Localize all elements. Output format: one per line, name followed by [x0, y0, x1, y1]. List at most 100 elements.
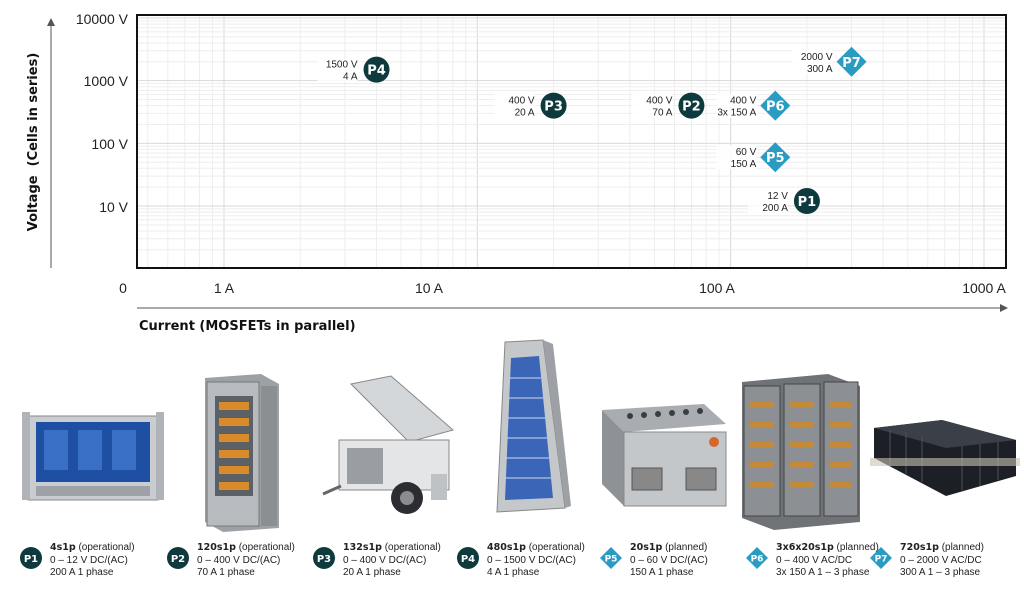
point-current-label: 3x 150 A [717, 108, 756, 119]
p7-badge-icon: P7 [870, 547, 892, 569]
product-gallery: P1 4s1p (operational) 0 – 12 V DC/(AC) 2… [0, 338, 1024, 591]
p1-battery-module-image [22, 412, 164, 501]
product-p2: P2 120s1p (operational) 0 – 400 V DC/(AC… [167, 338, 317, 591]
x-axis-title: Current (MOSFETs in parallel) [139, 319, 356, 334]
product-current: 70 A 1 phase [197, 567, 255, 578]
point-id-label: P1 [798, 195, 817, 210]
p3-trailer-image [322, 375, 455, 514]
point-current-label: 70 A [652, 108, 672, 119]
product-config: 720s1p [900, 542, 939, 553]
product-voltage: 0 – 400 V DC/(AC) [343, 554, 427, 566]
y-tick-label: 10000 V [76, 11, 129, 27]
product-config: 20s1p [630, 542, 663, 553]
product-voltage: 0 – 400 V AC/DC [776, 554, 853, 566]
point-voltage-label: 400 V [508, 96, 534, 107]
product-status: (operational) [528, 542, 585, 553]
point-id-label: P5 [766, 151, 785, 166]
point-id-label: P6 [766, 100, 785, 115]
svg-text:P4: P4 [461, 554, 475, 565]
p6-badge-icon: P6 [746, 547, 768, 569]
point-label-backdrop [792, 49, 833, 74]
p3-badge-icon: P3 [313, 547, 335, 569]
product-caption: P1 4s1p (operational) 0 – 12 V DC/(AC) 2… [20, 540, 170, 584]
point-current-label: 150 A [731, 159, 757, 170]
p6-rack-cluster-image [742, 374, 860, 530]
product-caption: P5 20s1p (planned) 0 – 60 V DC/(AC) 150 … [600, 540, 750, 584]
point-marker-circle [363, 56, 390, 83]
point-id-label: P7 [842, 56, 861, 71]
point-label-backdrop [716, 145, 757, 170]
point-marker-diamond [760, 90, 791, 121]
point-label-backdrop [317, 57, 358, 82]
y-tick-label: 10 V [99, 199, 128, 215]
data-point-p4: P4 1500 V4 A [317, 56, 390, 83]
x-tick-label: 10 A [415, 280, 444, 296]
data-point-p2: P2 400 V70 A [632, 92, 705, 119]
product-config: 120s1p [197, 542, 236, 553]
p2-battery-cabinet-image [205, 374, 279, 532]
point-voltage-label: 12 V [767, 191, 788, 202]
product-config: 3x6x20s1p [776, 542, 834, 553]
svg-text:P6: P6 [751, 555, 764, 565]
product-caption: P4 480s1p (operational) 0 – 1500 V DC/(A… [457, 540, 607, 584]
product-caption: P2 120s1p (operational) 0 – 400 V DC/(AC… [167, 540, 317, 584]
voltage-current-chart: 10000 V 1000 V 100 V 10 V 0 1 A 10 A 100… [26, 11, 1008, 334]
x-tick-label: 100 A [699, 280, 735, 296]
plot-frame [136, 14, 1007, 269]
point-id-label: P3 [544, 100, 563, 115]
product-p1: P1 4s1p (operational) 0 – 12 V DC/(AC) 2… [20, 338, 170, 591]
point-current-label: 4 A [343, 72, 358, 83]
point-voltage-label: 400 V [646, 96, 672, 107]
p5-badge-icon: P5 [600, 547, 622, 569]
point-voltage-label: 60 V [736, 147, 757, 158]
product-config: 4s1p [50, 542, 76, 553]
product-voltage: 0 – 60 V DC/(AC) [630, 554, 708, 566]
point-current-label: 200 A [762, 203, 788, 214]
y-axis-title: Voltage (Cells in series) [26, 53, 41, 232]
product-p3: P3 132s1p (operational) 0 – 400 V DC/(AC… [313, 338, 463, 591]
data-point-p6: P6 400 V3x 150 A [716, 90, 791, 121]
y-tick-label: 1000 V [84, 73, 129, 89]
product-config: 132s1p [343, 542, 382, 553]
product-voltage: 0 – 12 V DC/(AC) [50, 554, 128, 566]
point-marker-circle [540, 92, 567, 119]
product-status: (planned) [836, 542, 879, 553]
point-id-label: P2 [682, 100, 701, 115]
product-current: 4 A 1 phase [487, 567, 540, 578]
product-current: 200 A 1 phase [50, 567, 114, 578]
x-tick-label: 1 A [214, 280, 235, 296]
product-p4: P4 480s1p (operational) 0 – 1500 V DC/(A… [457, 338, 607, 591]
point-label-backdrop [747, 189, 788, 214]
point-label-backdrop [632, 93, 673, 118]
p1-badge-icon: P1 [20, 547, 42, 569]
product-voltage: 0 – 2000 V AC/DC [900, 554, 982, 566]
svg-text:P3: P3 [317, 554, 331, 565]
p7-container-image [870, 420, 1020, 496]
point-voltage-label: 2000 V [801, 52, 833, 63]
product-status: (operational) [384, 542, 441, 553]
p2-badge-icon: P2 [167, 547, 189, 569]
point-current-label: 300 A [807, 64, 833, 75]
point-voltage-label: 1500 V [326, 60, 358, 71]
x-tick-label: 0 [119, 280, 127, 296]
y-tick-label: 100 V [91, 136, 128, 152]
point-marker-diamond [760, 142, 791, 173]
product-current: 150 A 1 phase [630, 567, 694, 578]
point-current-label: 20 A [515, 108, 535, 119]
point-voltage-label: 400 V [730, 96, 756, 107]
point-marker-diamond [836, 46, 867, 77]
svg-text:P2: P2 [171, 554, 185, 565]
point-id-label: P4 [367, 64, 386, 79]
product-p5: P5 20s1p (planned) 0 – 60 V DC/(AC) 150 … [600, 338, 750, 591]
product-voltage: 0 – 1500 V DC/(AC) [487, 554, 576, 566]
product-current: 20 A 1 phase [343, 567, 401, 578]
product-caption: P6 3x6x20s1p (planned) 0 – 400 V AC/DC 3… [746, 540, 896, 584]
product-status: (planned) [941, 542, 984, 553]
product-p6: P6 3x6x20s1p (planned) 0 – 400 V AC/DC 3… [742, 338, 896, 591]
product-status: (operational) [78, 542, 135, 553]
x-tick-label: 1000 A [962, 280, 1006, 296]
